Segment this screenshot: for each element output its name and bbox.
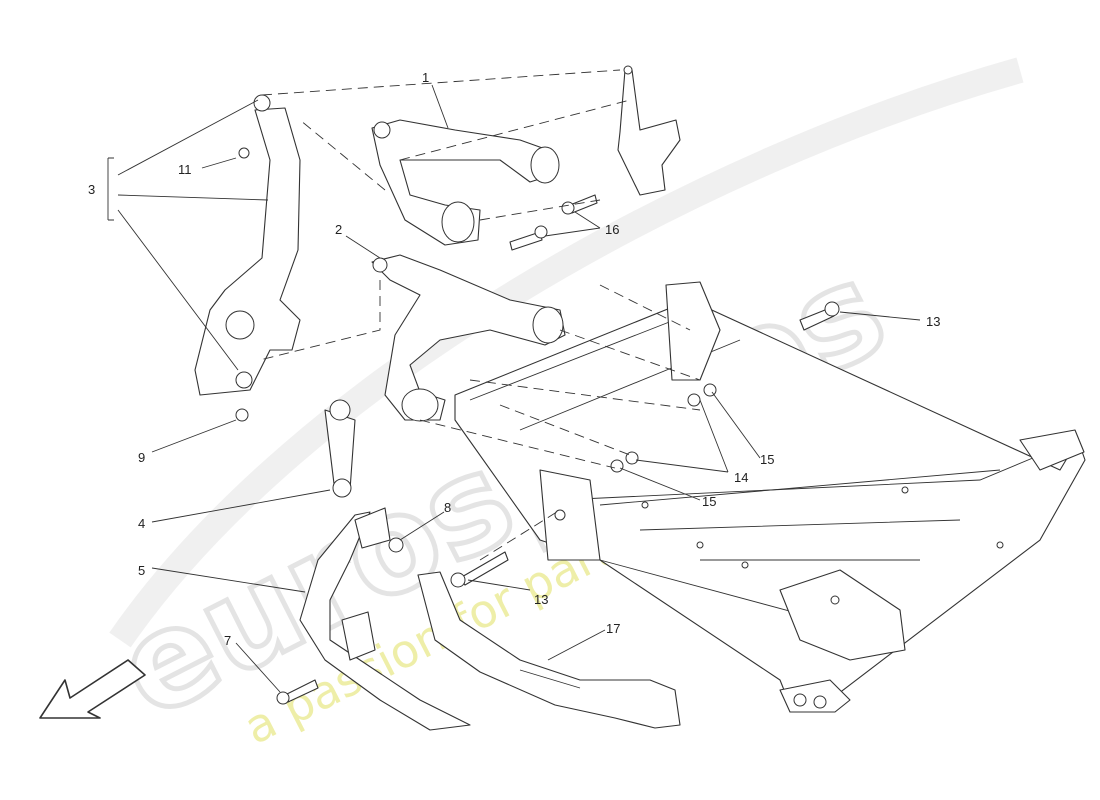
callout-14: 14 — [734, 470, 748, 485]
leader-lines — [107, 84, 921, 693]
stabilizer-bar — [299, 399, 471, 731]
front-subframe — [454, 281, 1086, 713]
front-direction-arrow — [39, 659, 146, 719]
callout-15-right: 15 — [760, 452, 774, 467]
callout-17: 17 — [606, 621, 620, 636]
callout-8: 8 — [444, 500, 451, 515]
callout-4: 4 — [138, 516, 145, 531]
lower-control-arm — [371, 254, 566, 422]
callout-3: 3 — [88, 182, 95, 197]
callout-15-center: 15 — [702, 494, 716, 509]
callout-5: 5 — [138, 563, 145, 578]
assembly-lines — [259, 69, 701, 561]
callout-13-lower: 13 — [534, 592, 548, 607]
callout-9: 9 — [138, 450, 145, 465]
steering-knuckle — [194, 94, 301, 396]
callout-13-upper: 13 — [926, 314, 940, 329]
fasteners — [235, 147, 840, 705]
callout-labels: 1 2 3 4 5 7 8 9 11 13 13 14 15 15 16 17 — [88, 70, 940, 648]
upper-control-arm — [371, 119, 560, 246]
callout-2: 2 — [335, 222, 342, 237]
stabilizer-guard-plate — [417, 571, 681, 729]
callout-1: 1 — [422, 70, 429, 85]
callout-7: 7 — [224, 633, 231, 648]
ride-height-sensor — [617, 65, 681, 196]
callout-11: 11 — [178, 162, 192, 177]
callout-16: 16 — [605, 222, 619, 237]
